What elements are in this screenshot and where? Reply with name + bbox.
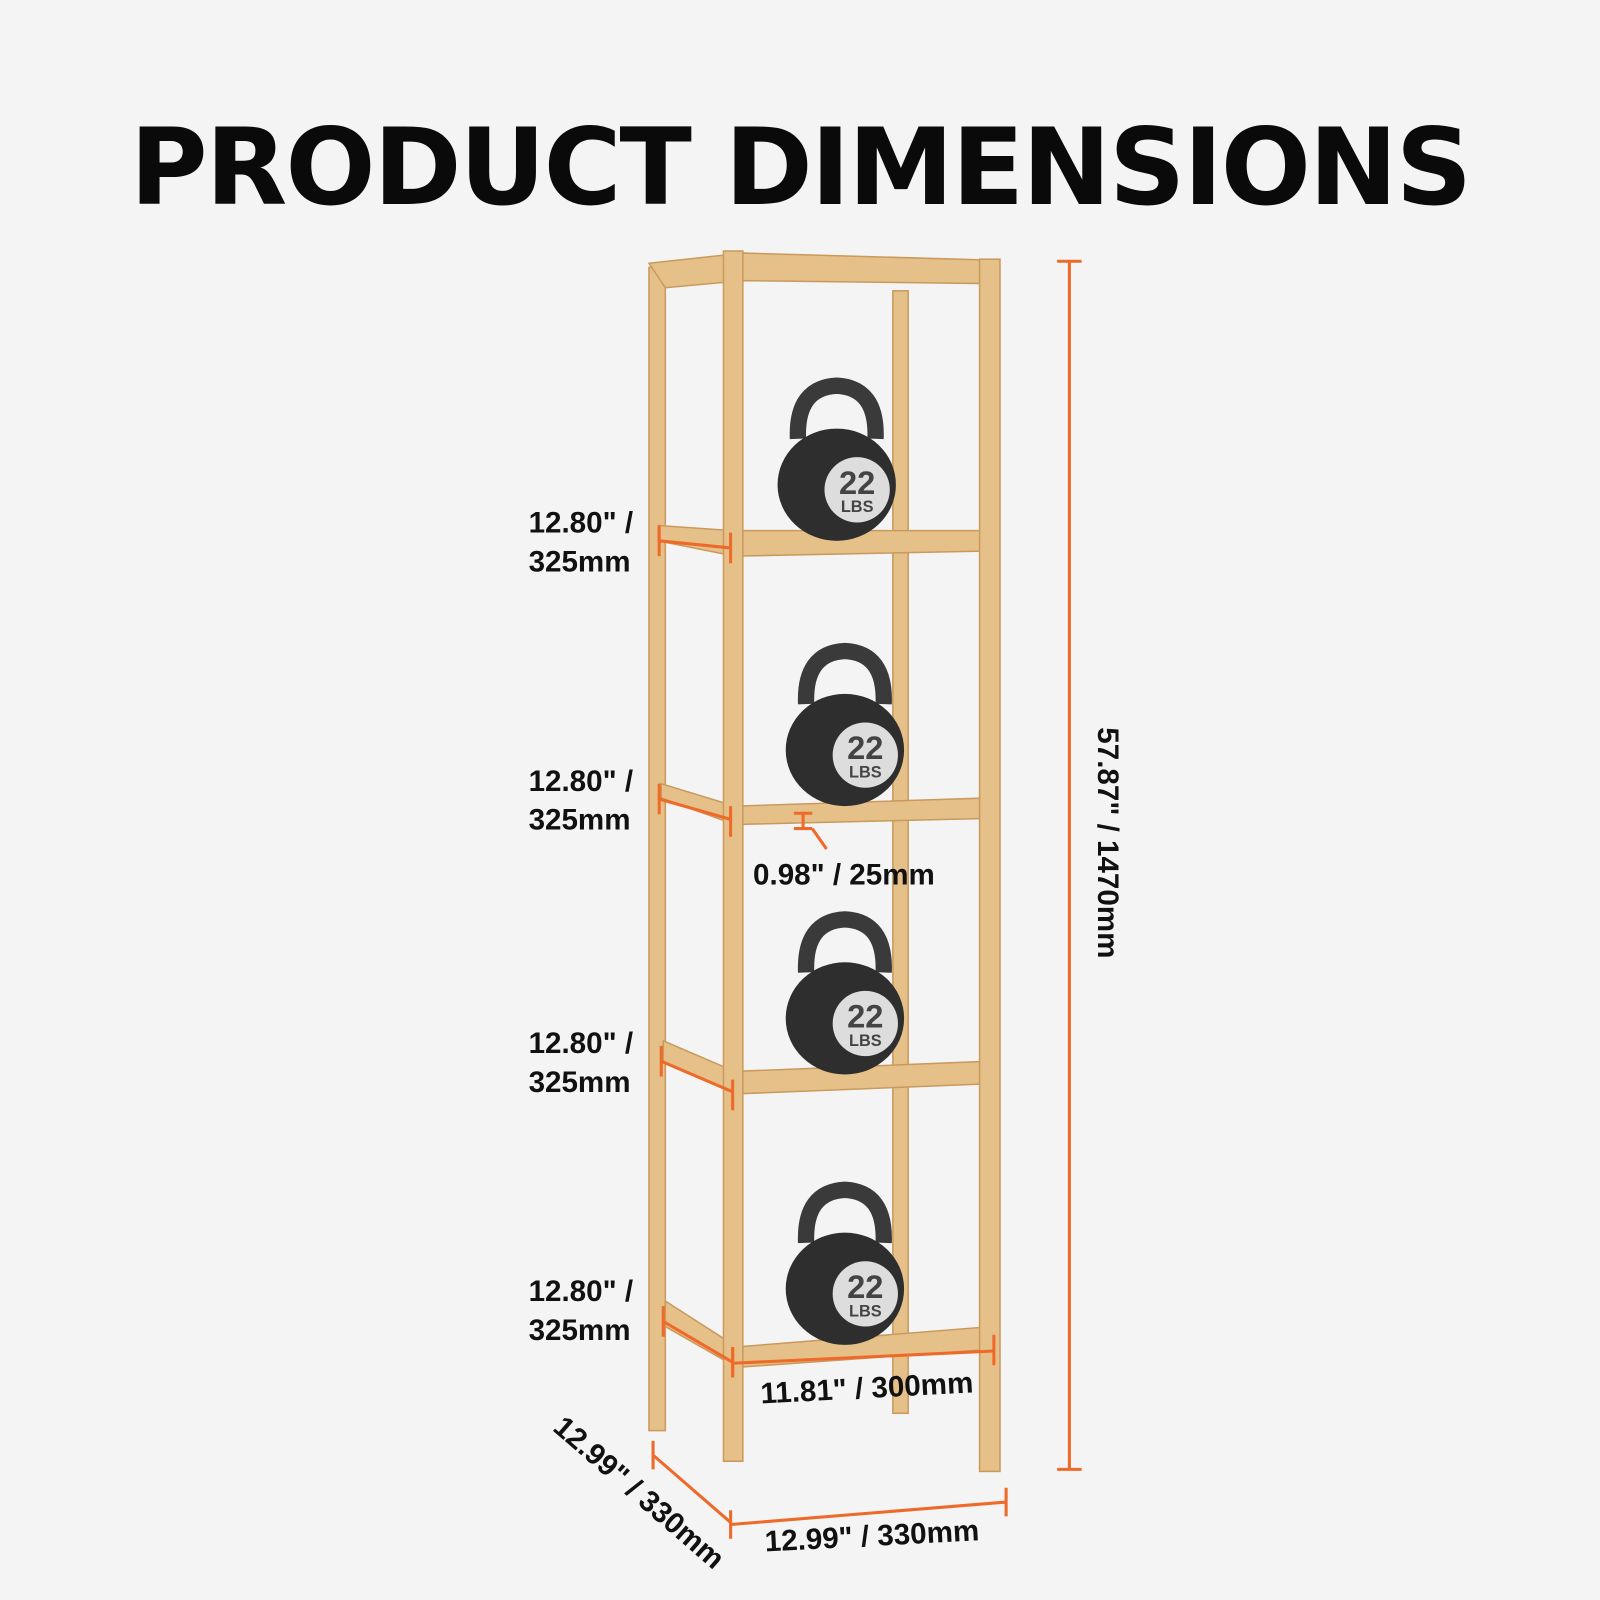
svg-text:LBS: LBS [841, 498, 874, 516]
spacing-label-3-inch: 12.80" / [529, 1027, 633, 1060]
bamboo-shelf [647, 250, 1001, 1473]
svg-text:LBS: LBS [849, 764, 882, 782]
spacing-label-2-inch: 12.80" / [529, 765, 633, 798]
front-left-leg [722, 250, 744, 1462]
svg-text:22: 22 [847, 729, 883, 766]
front-right-leg [978, 258, 1001, 1473]
spacing-label-3-mm: 325mm [529, 1066, 631, 1099]
kettlebell-2: 22 LBS [785, 642, 905, 807]
spacing-label-1-inch: 12.80" / [529, 507, 633, 540]
base-width-label: 12.99" / 330mm [764, 1514, 980, 1558]
kettlebell-3: 22 LBS [785, 911, 905, 1075]
height-label: 57.87" / 1470mm [1091, 727, 1124, 958]
spacing-label-4-mm: 325mm [529, 1314, 631, 1347]
shelf-depth-line-2 [657, 783, 733, 837]
thickness-label: 0.98" / 25mm [753, 859, 935, 892]
thickness-line [793, 811, 828, 850]
spacing-label-1-mm: 325mm [529, 545, 631, 578]
spacing-label-2-mm: 325mm [529, 804, 631, 837]
svg-text:LBS: LBS [849, 1032, 882, 1050]
shelf-depth-line-1 [657, 525, 733, 564]
page-title: PRODUCT DIMENSIONS [130, 106, 1470, 230]
kettlebell-1: 22 LBS [777, 377, 896, 541]
top-frame [647, 252, 996, 289]
kettlebell-4: 22 LBS [785, 1181, 905, 1345]
base-width-line [730, 1487, 1008, 1527]
back-left-leg [648, 266, 667, 1432]
svg-text:LBS: LBS [849, 1302, 882, 1320]
height-line [1057, 259, 1082, 1471]
back-right-leg [892, 290, 909, 1415]
shelf-depth-line-3 [659, 1045, 735, 1111]
shelf-width-line [731, 1334, 996, 1378]
base-depth-label: 12.99" / 330mm [547, 1410, 731, 1576]
kettlebells: 22 LBS 22 LBS 22 LBS 22 LBS [777, 377, 905, 1345]
svg-text:22: 22 [839, 464, 875, 501]
dimension-lines [651, 259, 1082, 1539]
spacing-label-4-inch: 12.80" / [529, 1275, 633, 1308]
svg-text:22: 22 [847, 1268, 883, 1305]
shelf-width-label: 11.81" / 300mm [760, 1366, 974, 1410]
svg-text:22: 22 [847, 998, 883, 1035]
